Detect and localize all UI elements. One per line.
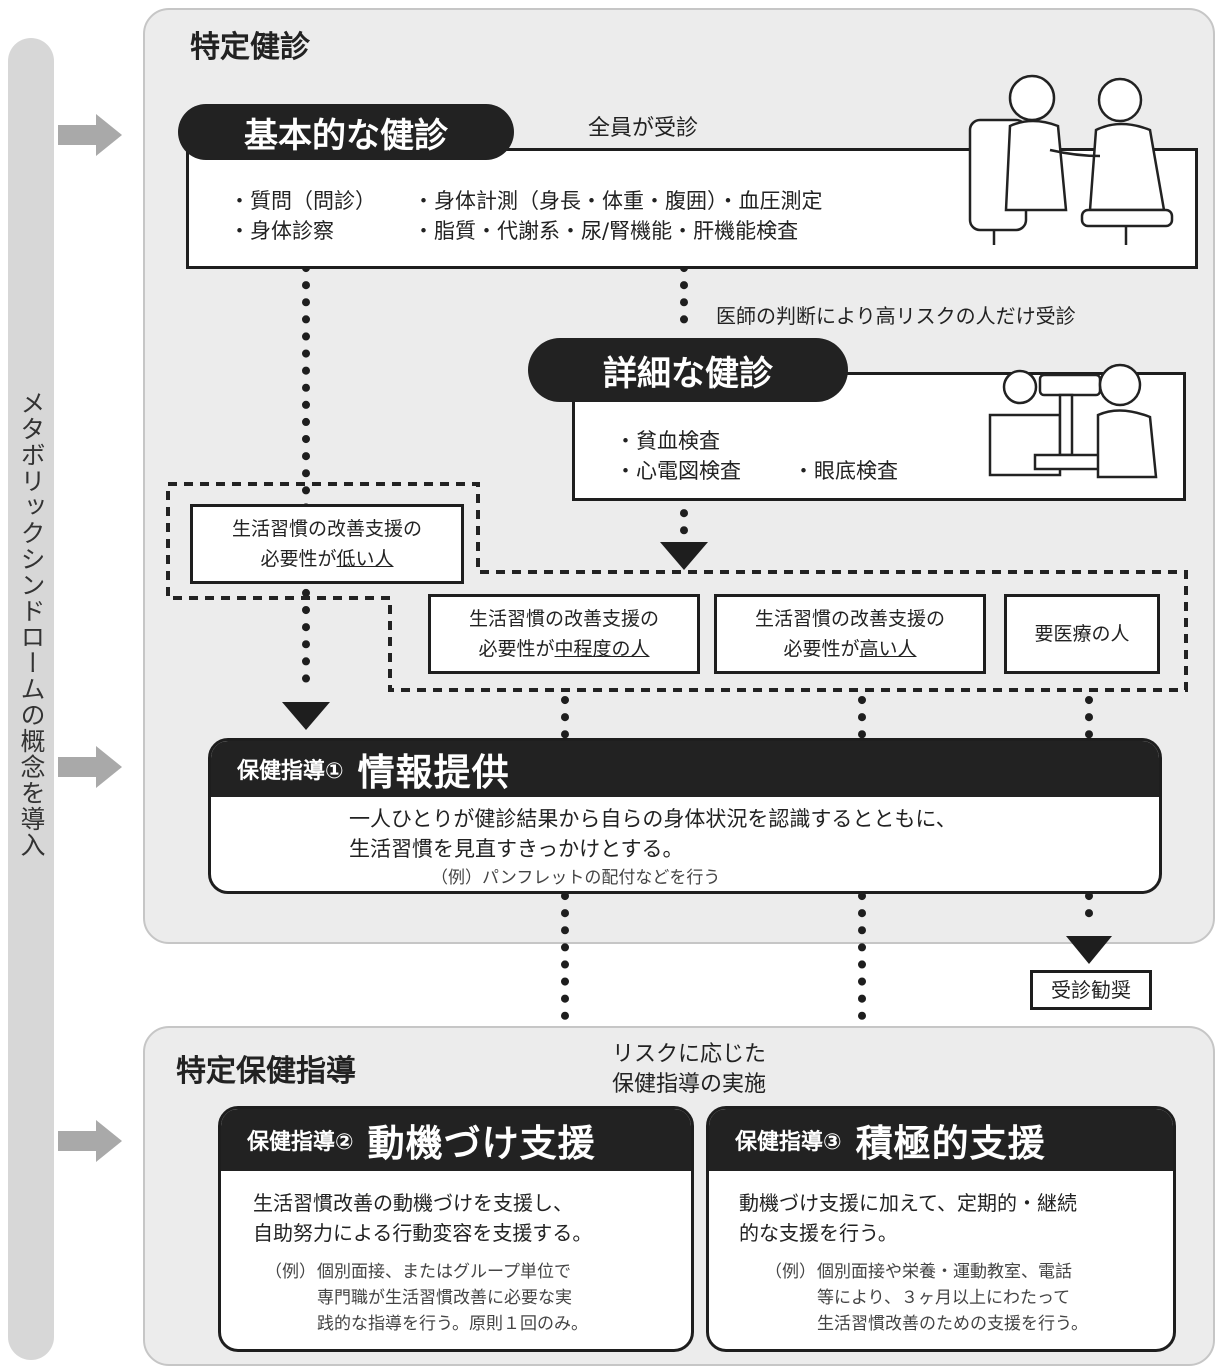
card-title: 動機づけ支援 xyxy=(367,1122,596,1165)
card-example: 践的な指導を行う。原則１回のみ。 xyxy=(317,1314,588,1334)
card-label: 保健指導② xyxy=(247,1130,354,1155)
item-text: ・身体診察 xyxy=(229,219,334,243)
box-text-underlined: 高い人 xyxy=(859,638,917,660)
mid-need-box: 生活習慣の改善支援の 必要性が中程度の人 xyxy=(428,594,700,674)
detailed-checkup-title: 詳細な健診 xyxy=(528,338,848,402)
card-text: 一人ひとりが健診結果から自らの身体状況を認識するとともに、 xyxy=(349,807,957,831)
detail-checkup-note: 医師の判断により高リスクの人だけ受診 xyxy=(716,304,1076,328)
arrow-right-icon xyxy=(58,114,122,156)
section-title: 特定保健指導 xyxy=(176,1054,356,1089)
card-header: 保健指導① 情報提供 xyxy=(211,741,1159,797)
guidance-1-card: 保健指導① 情報提供 一人ひとりが健診結果から自らの身体状況を認識するとともに、… xyxy=(208,738,1162,894)
card-text: 自助努力による行動変容を支援する。 xyxy=(253,1221,593,1245)
card-header: 保健指導② 動機づけ支援 xyxy=(221,1109,691,1171)
box-text: 必要性が xyxy=(260,548,337,570)
sidebar-concept-text: メタボリックシンドロームの概念を導入 xyxy=(17,390,46,858)
eye-exam-illustration xyxy=(988,363,1158,479)
medical-care-box: 要医療の人 xyxy=(1004,594,1160,674)
box-text: 必要性が xyxy=(783,638,860,660)
card-text: 的な支援を行う。 xyxy=(739,1221,898,1245)
basic-checkup-note: 全員が受診 xyxy=(588,116,699,141)
card-example: 専門職が生活習慣改善に必要な実 xyxy=(317,1288,572,1308)
card-title: 積極的支援 xyxy=(855,1122,1046,1165)
card-example: 生活習慣改善のための支援を行う。 xyxy=(817,1314,1088,1334)
card-example: 個別面接や栄養・運動教室、電話 xyxy=(817,1262,1072,1282)
guidance-3-card: 保健指導③ 積極的支援 動機づけ支援に加えて、定期的・継続 的な支援を行う。 （… xyxy=(706,1106,1176,1352)
risk-note: リスクに応じた xyxy=(612,1042,767,1067)
card-text: 動機づけ支援に加えて、定期的・継続 xyxy=(739,1191,1077,1215)
card-example: 等により、３ヶ月以上にわたって xyxy=(817,1288,1071,1308)
card-title: 情報提供 xyxy=(357,751,510,794)
arrow-right-icon xyxy=(58,746,122,788)
guidance-2-card: 保健指導② 動機づけ支援 生活習慣改善の動機づけを支援し、 自助努力による行動変… xyxy=(218,1106,694,1352)
box-line: 生活習慣の改善支援の xyxy=(754,608,945,630)
sidebar-band xyxy=(8,38,54,1360)
box-line: 必要性が低い人 xyxy=(193,544,461,574)
card-example: 個別面接、またはグループ単位で xyxy=(317,1262,571,1282)
high-need-box: 生活習慣の改善支援の 必要性が高い人 xyxy=(714,594,986,674)
card-label: 保健指導③ xyxy=(735,1130,842,1155)
low-need-box: 生活習慣の改善支援の 必要性が低い人 xyxy=(190,504,464,584)
card-text: 生活習慣改善の動機づけを支援し、 xyxy=(253,1191,573,1215)
box-text-underlined: 低い人 xyxy=(336,548,394,570)
box-text: 必要性が xyxy=(478,638,555,660)
box-line: 生活習慣の改善支援の xyxy=(468,608,659,630)
basic-checkup-title: 基本的な健診 xyxy=(178,104,514,160)
item-text: ・眼底検査 xyxy=(793,459,898,483)
box-text-underlined: 中程度の人 xyxy=(554,638,650,660)
doctor-patient-illustration xyxy=(968,74,1174,245)
card-example-label: （例） xyxy=(765,1262,816,1282)
item-text: ・質問（問診） xyxy=(229,189,376,213)
box-line: 必要性が中程度の人 xyxy=(431,634,697,664)
item-text: ・脂質・代謝系・尿/腎機能・肝機能検査 xyxy=(413,219,799,243)
card-example: （例）パンフレットの配付などを行う xyxy=(431,868,721,888)
recommend-consultation-tag: 受診勧奨 xyxy=(1030,970,1152,1010)
card-example-label: （例） xyxy=(265,1262,316,1282)
card-text: 生活習慣を見直すきっかけとする。 xyxy=(349,837,684,861)
card-header: 保健指導③ 積極的支援 xyxy=(709,1109,1173,1171)
item-text: ・身体計測（身長・体重・腹囲）・血圧測定 xyxy=(413,189,823,213)
box-line: 必要性が高い人 xyxy=(717,634,983,664)
arrow-right-icon xyxy=(58,1120,122,1162)
risk-note: 保健指導の実施 xyxy=(612,1072,767,1097)
section-title: 特定健診 xyxy=(190,30,310,65)
box-line: 生活習慣の改善支援の xyxy=(231,518,422,540)
item-text: ・心電図検査 xyxy=(615,459,741,483)
item-text: ・貧血検査 xyxy=(615,429,720,453)
card-label: 保健指導① xyxy=(237,759,344,784)
